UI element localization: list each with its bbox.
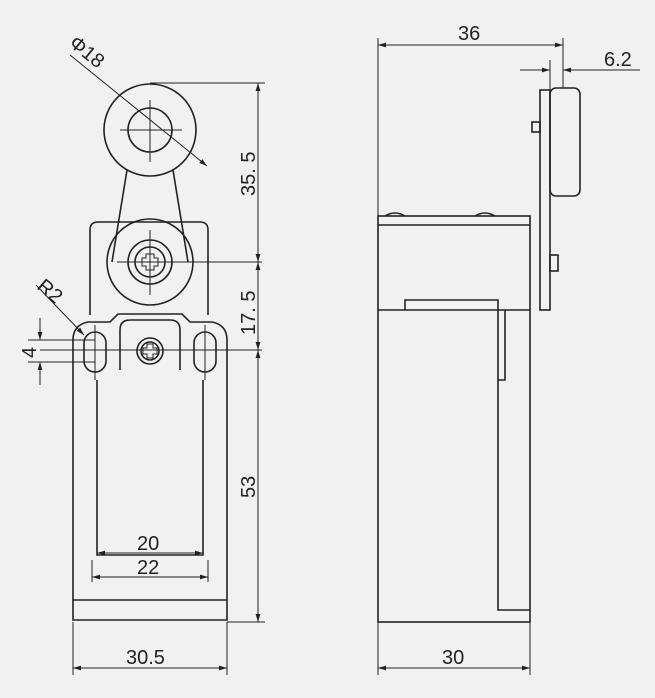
front-view [40,83,262,621]
dim-slot-length: 4 [19,347,41,358]
dim-roller-width: 6.2 [604,49,632,71]
side-view [377,87,581,623]
dim-lever-length: 35. 5 [238,152,260,196]
side-dimensions: 36 6.2 30 [377,23,640,675]
lever-plate [539,89,551,311]
bracket [72,313,228,621]
dim-side-body-width: 30 [442,647,464,669]
dim-front-width: 30.5 [126,647,165,669]
dim-side-total-width: 36 [458,23,480,45]
dim-inner-22: 22 [137,557,159,579]
dim-roller-diameter: Φ18 [65,32,109,73]
side-roller [549,87,581,197]
dim-pivot-to-mount: 17. 5 [238,291,260,335]
roller [103,83,197,177]
screw-icon [141,253,159,271]
screw-icon [142,343,158,359]
lever-arm [111,169,189,263]
dim-bracket-height: 53 [238,476,260,498]
switch-body [377,215,531,623]
dim-slot-radius: R2 [33,275,67,308]
dim-inner-20: 20 [137,533,159,555]
